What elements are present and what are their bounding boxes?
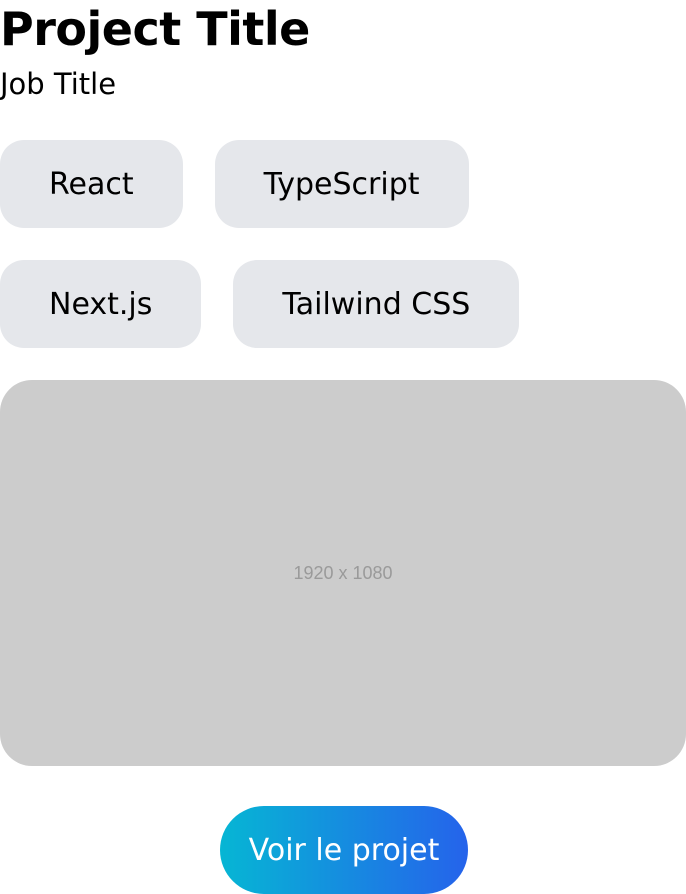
tag-typescript: TypeScript (214, 140, 469, 228)
tag-nextjs: Next.js (0, 260, 202, 348)
tech-tags: React TypeScript Next.js Tailwind CSS (0, 140, 686, 380)
view-project-button[interactable]: Voir le projet (220, 806, 468, 894)
preview-placeholder-label: 1920 x 1080 (293, 562, 393, 583)
tag-row: Next.js Tailwind CSS (0, 260, 686, 348)
tag-row: React TypeScript (0, 140, 686, 228)
project-preview-image: 1920 x 1080 (0, 380, 686, 766)
job-title: Job Title (0, 67, 117, 101)
tag-react: React (0, 140, 183, 228)
tag-tailwind-css: Tailwind CSS (233, 260, 520, 348)
project-title: Project Title (0, 2, 310, 56)
